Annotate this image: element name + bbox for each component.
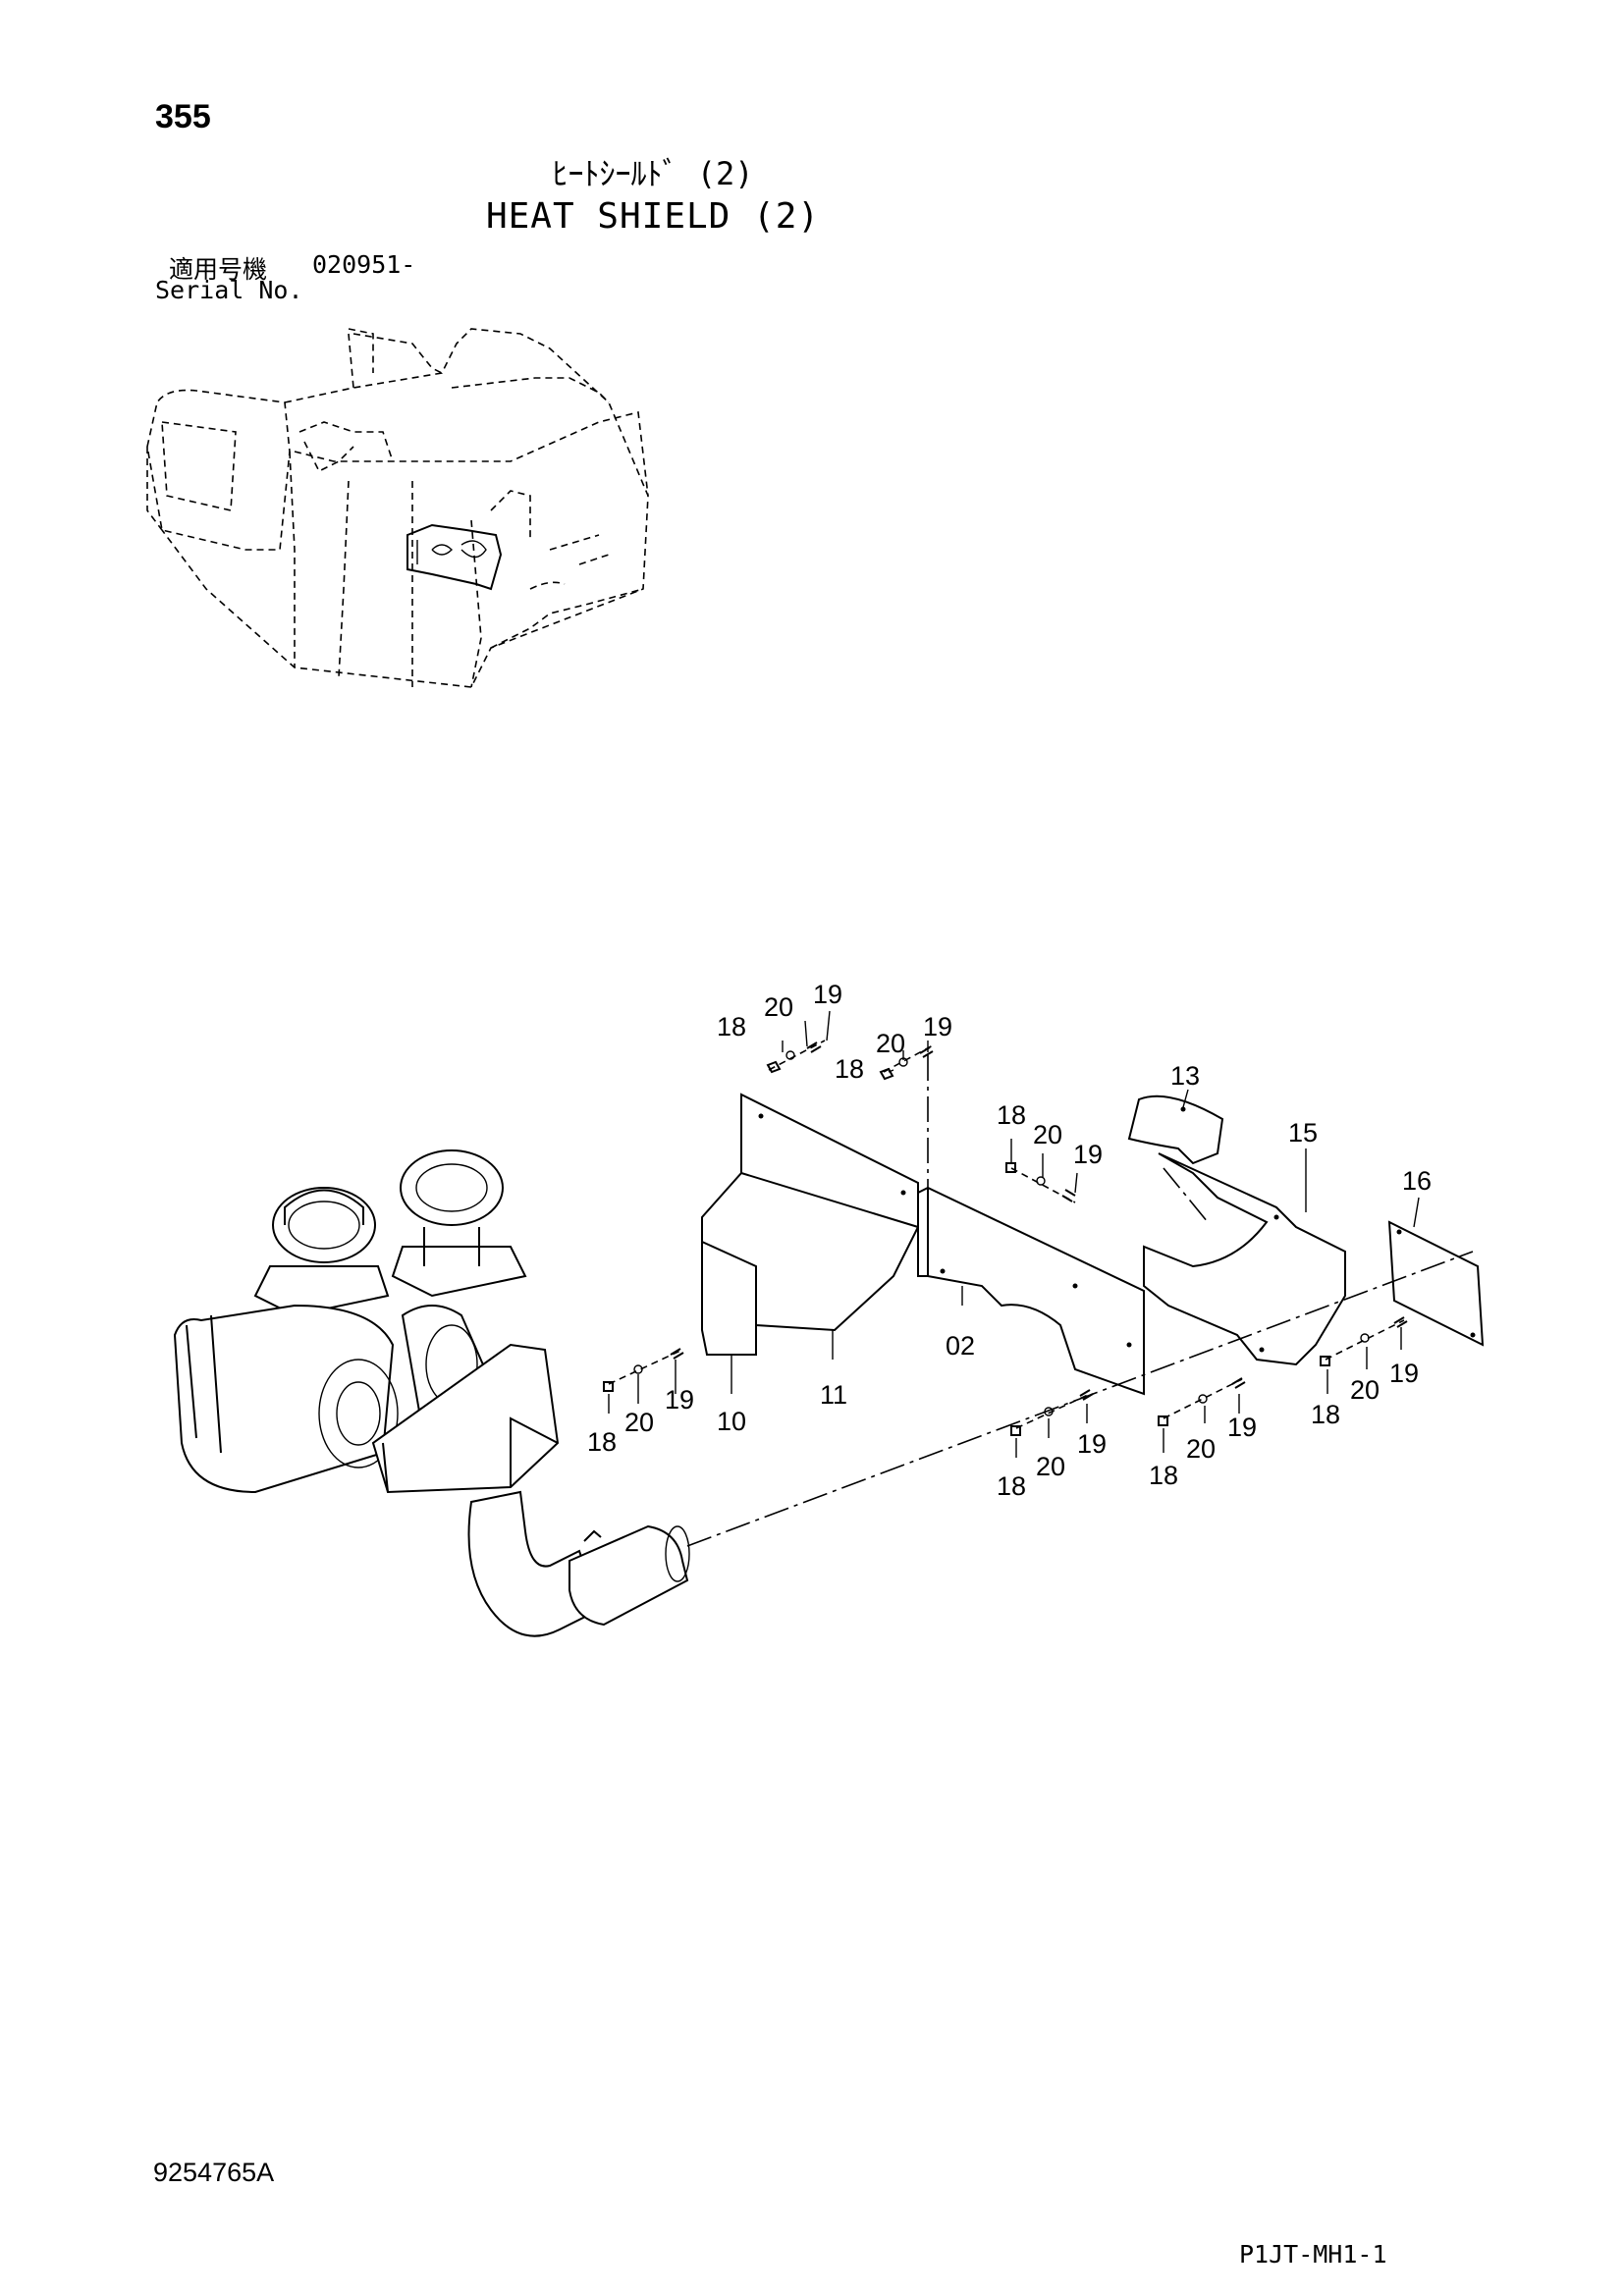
callout-18: 18 [717,1012,746,1041]
leader-lines [608,1010,1420,1458]
serial-label-japanese: 適用号機 [169,255,268,284]
page-code: P1JT-MH1-1 [1239,2240,1387,2269]
callout-20: 20 [1186,1434,1216,1464]
page-number: 355 [155,98,211,135]
serial-value: 020951- [312,250,416,279]
air-cleaner-assembly [173,1149,690,1637]
callout-20: 20 [624,1408,654,1437]
shield-part-13 [1127,1095,1224,1165]
callout-19: 19 [1389,1359,1419,1388]
callout-16: 16 [1402,1166,1432,1196]
callout-18: 18 [587,1427,617,1457]
callout-18: 18 [997,1471,1026,1501]
callout-02: 02 [946,1331,975,1361]
callout-15: 15 [1288,1118,1318,1148]
callout-20: 20 [876,1029,905,1058]
callout-20: 20 [1350,1375,1380,1405]
shield-part-15 [1143,1152,1346,1366]
callout-19: 19 [665,1385,694,1415]
title-japanese: ﾋｰﾄｼｰﾙﾄﾞ (2) [552,155,754,192]
serial-label-english: Serial No. [155,276,303,304]
shield-part-16 [1387,1220,1485,1347]
machine-outline [146,328,649,688]
fastener-groups [603,1040,1408,1436]
callout-11: 11 [820,1380,847,1410]
callout-13: 13 [1170,1061,1200,1091]
callout-19: 19 [1077,1429,1107,1459]
document-code: 9254765A [153,2158,275,2187]
callout-20: 20 [1036,1452,1065,1481]
callout-19: 19 [1227,1413,1257,1442]
shield-part-02 [917,1186,1145,1396]
callout-10: 10 [717,1407,746,1436]
callout-19: 19 [1073,1140,1103,1169]
title-english: HEAT SHIELD (2) [485,196,821,237]
assembly-guide-line-2 [1163,1167,1209,1223]
assembly-center-line [686,1251,1474,1547]
callout-18: 18 [997,1100,1026,1130]
callout-19: 19 [813,980,842,1009]
callout-18: 18 [1149,1461,1178,1490]
callout-18: 18 [1311,1400,1340,1429]
callout-20: 20 [1033,1120,1062,1149]
callout-20: 20 [764,992,793,1022]
callout-labels: 18 20 19 18 20 19 18 20 19 13 15 16 02 1… [587,980,1432,1501]
callout-19: 19 [923,1012,952,1041]
callout-18: 18 [835,1054,864,1084]
overview-highlight-heat-shield [406,523,503,591]
